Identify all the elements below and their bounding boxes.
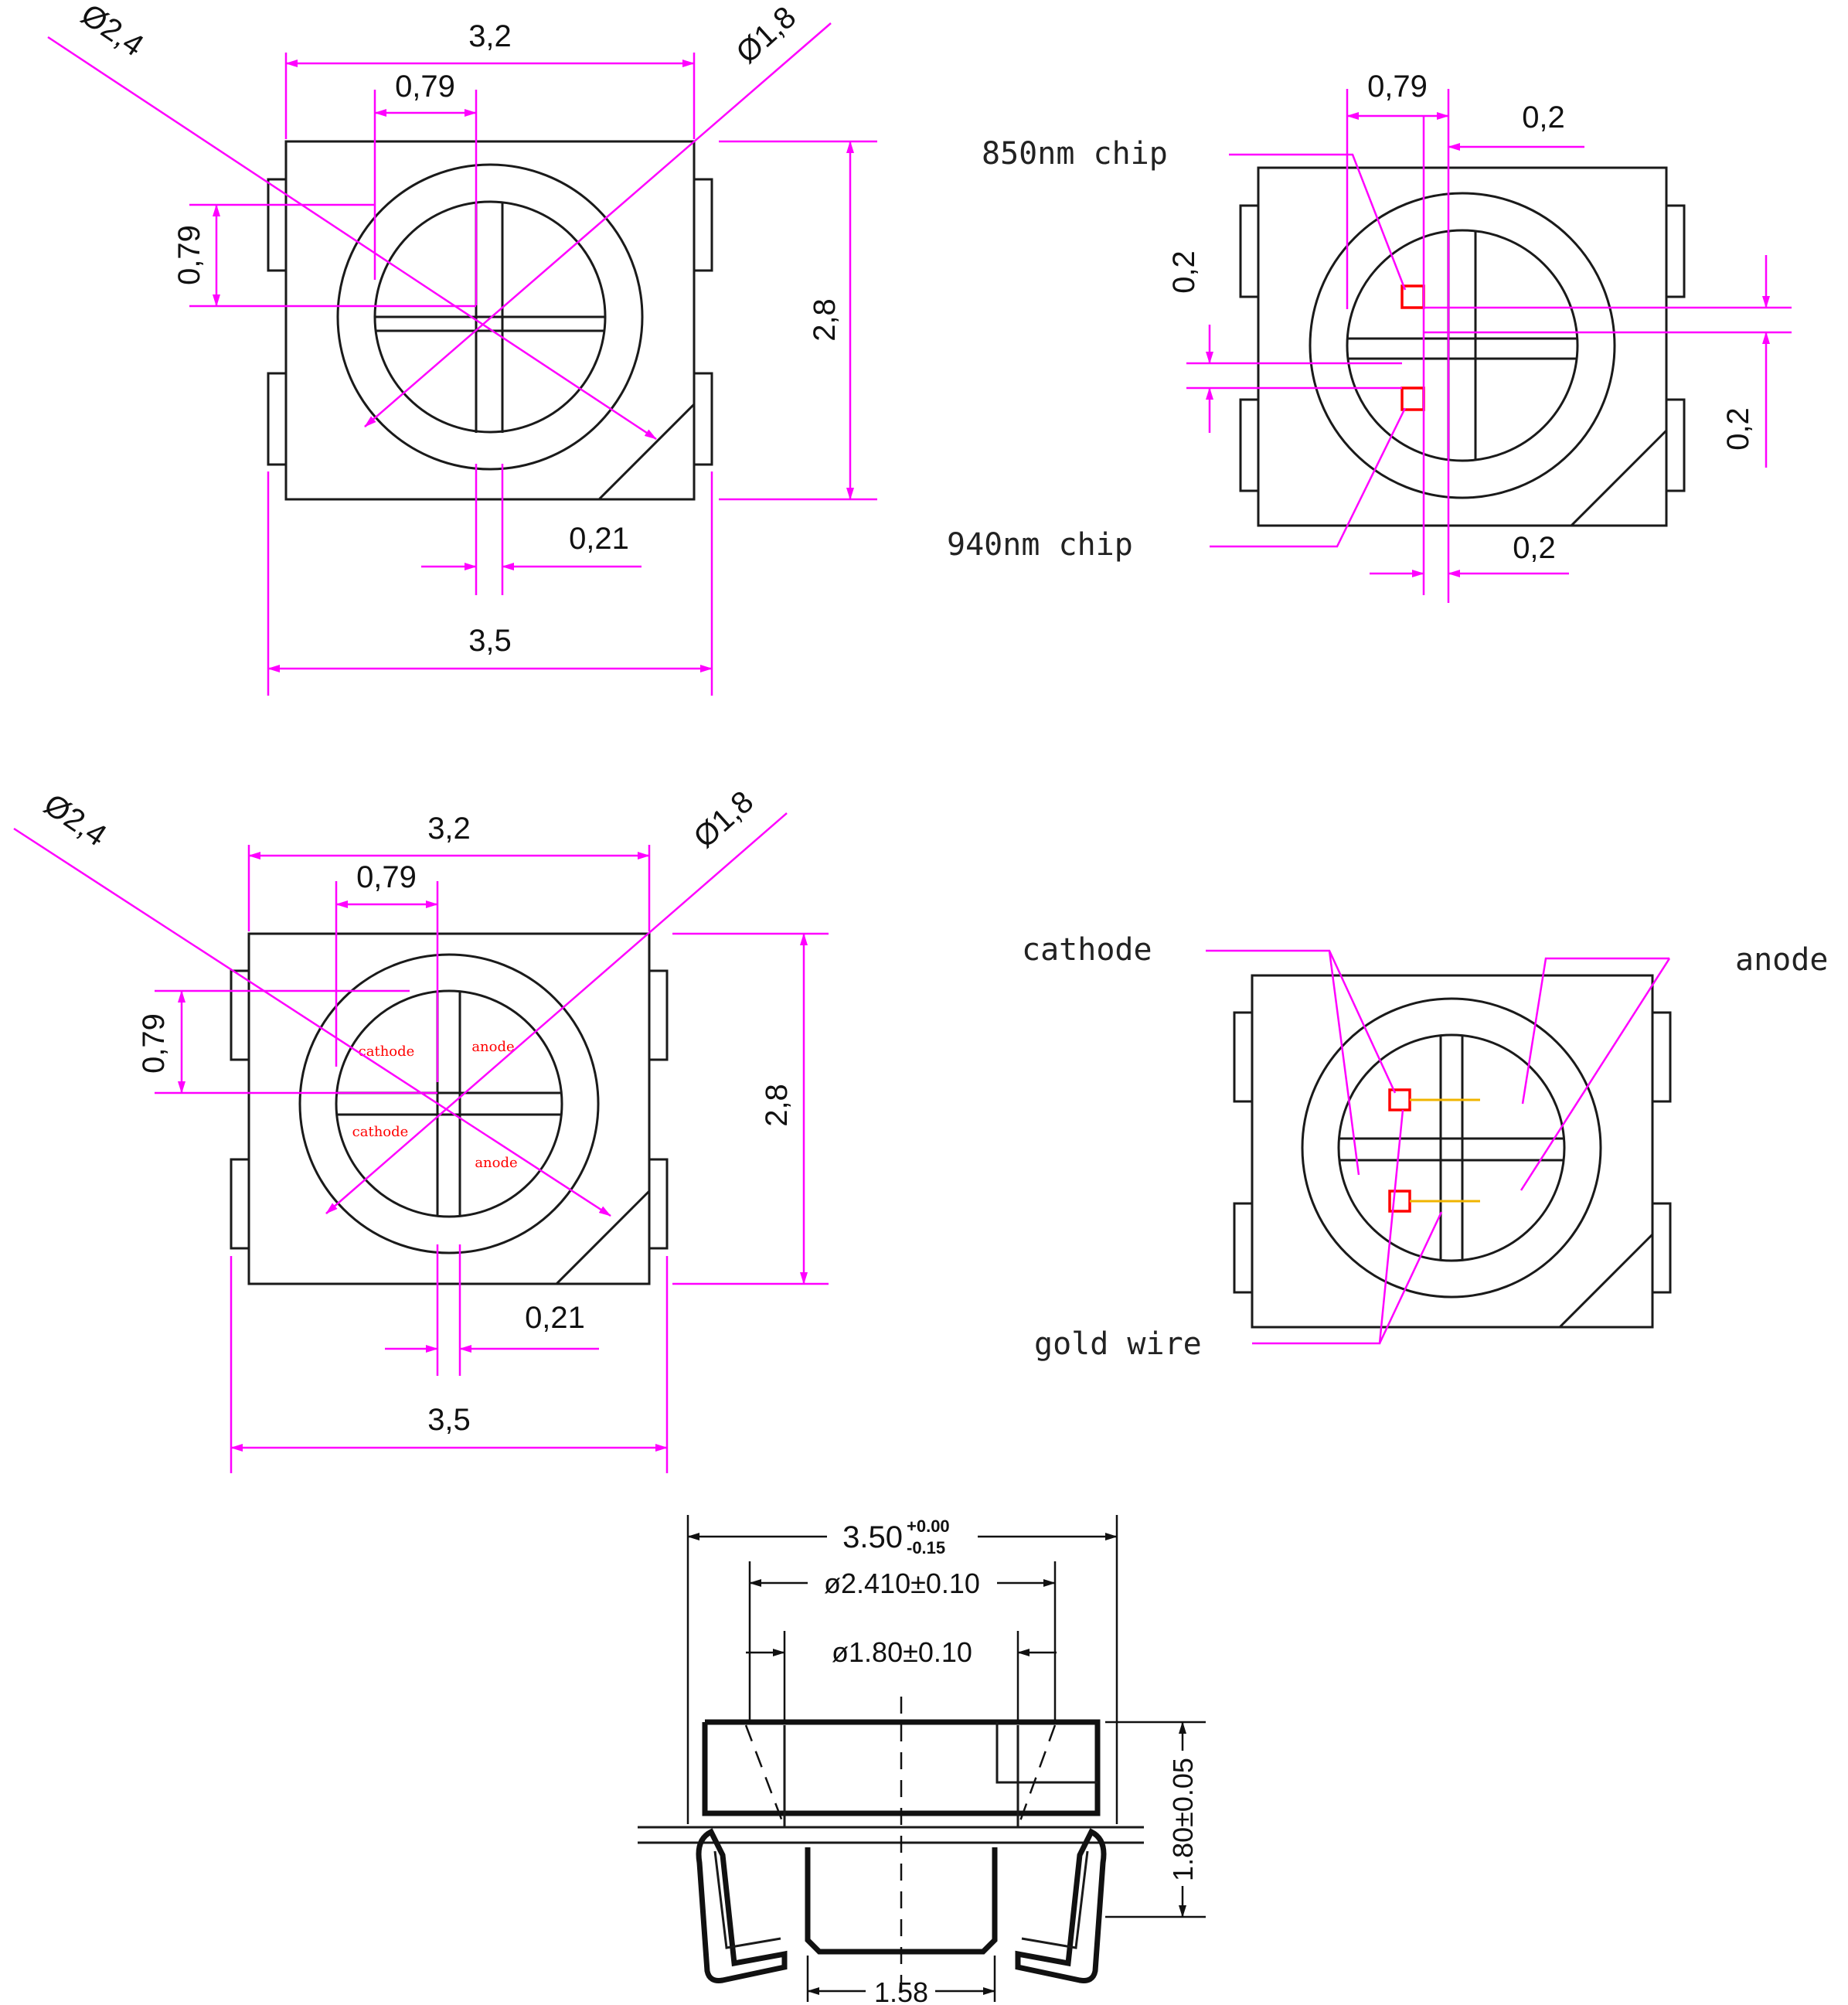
dim-chip-bottom-width: 0,2 xyxy=(1513,531,1556,565)
label-850nm-chip: 850nm chip xyxy=(982,136,1168,172)
dimension-texts: 3,2 0,79 0,79 2,8 3,5 0,21 Ø2,4 Ø1,8 xyxy=(75,0,842,658)
dim-side-width-tol-minus: -0.15 xyxy=(907,1538,945,1557)
package-outline xyxy=(1233,974,1672,1329)
pad-labels: cathode anode cathode anode xyxy=(352,1039,518,1171)
dim-chip-right-vertical: 0,2 xyxy=(1721,407,1755,451)
dim-side-width: 3.50 xyxy=(842,1520,903,1554)
dim-gap: 0,21 xyxy=(525,1301,585,1335)
dim-dia-outer: Ø2,4 xyxy=(75,0,149,63)
dim-quadrant-v: 0,79 xyxy=(172,225,206,285)
dim-quadrant: 0,79 xyxy=(356,860,417,894)
dim-dia-inner: Ø1,8 xyxy=(687,785,760,855)
dim-width-body: 3,2 xyxy=(427,812,471,846)
dim-chip-top-width: 0,2 xyxy=(1522,100,1565,134)
top-right-view: 0,79 0,2 0,2 0,2 0,2 850nm chip 940nm ch… xyxy=(947,70,1792,603)
dimension-lines xyxy=(47,22,877,696)
label-anode: anode xyxy=(1735,942,1828,978)
top-left-view: 3,2 0,79 0,79 2,8 3,5 0,21 Ø2,4 Ø1,8 xyxy=(47,0,877,696)
label-cathode: cathode xyxy=(1022,932,1152,968)
package-outline xyxy=(230,932,669,1285)
dim-side-bottom: 1.58 xyxy=(874,1976,928,2005)
dim-dia-outer: Ø2,4 xyxy=(38,788,112,853)
dim-side-height: 1.80±0.05 xyxy=(1167,1758,1199,1881)
package-outline xyxy=(1239,166,1686,527)
led-chips xyxy=(1400,284,1425,411)
dimension-lines xyxy=(1186,89,1792,603)
chip-940nm xyxy=(1400,386,1425,411)
middle-right-view: cathode anode gold wire xyxy=(1022,932,1828,1362)
dim-chip-left-vertical: 0,2 xyxy=(1167,250,1201,294)
dim-quadrant: 0,79 xyxy=(395,70,455,104)
dim-height: 2,8 xyxy=(760,1084,794,1127)
dimension-lines xyxy=(13,812,829,1473)
pad-label-anode-top: anode xyxy=(471,1039,514,1055)
label-gold-wire: gold wire xyxy=(1034,1326,1202,1362)
dim-side-dia-outer: ø2.410±0.10 xyxy=(824,1568,980,1599)
dim-gap: 0,21 xyxy=(569,522,629,556)
dim-quadrant: 0,79 xyxy=(1367,70,1428,104)
dimension-texts: 3,2 0,79 0,79 2,8 3,5 0,21 Ø2,4 Ø1,8 xyxy=(38,785,794,1437)
dim-width-outer: 3,5 xyxy=(468,624,512,658)
middle-left-view: cathode anode cathode anode xyxy=(13,785,829,1473)
dim-width-outer: 3,5 xyxy=(427,1403,471,1437)
pad-label-cathode-top: cathode xyxy=(359,1043,415,1060)
dim-dia-inner: Ø1,8 xyxy=(730,0,802,70)
dim-side-dia-inner: ø1.80±0.10 xyxy=(832,1636,972,1668)
led-chips xyxy=(1388,1088,1480,1213)
dim-width-body: 3,2 xyxy=(468,19,512,53)
pad-label-anode-bottom: anode xyxy=(475,1155,517,1171)
dim-quadrant-v: 0,79 xyxy=(137,1013,171,1074)
dimension-texts: 3.50 +0.00 -0.15 ø2.410±0.10 ø1.80±0.10 … xyxy=(824,1517,1199,2005)
dimension-lines xyxy=(686,1515,1206,2002)
package-outline xyxy=(638,1697,1144,1994)
dim-height: 2,8 xyxy=(808,298,842,342)
chip-upper xyxy=(1388,1088,1411,1111)
dim-side-width-tol-plus: +0.00 xyxy=(907,1517,950,1536)
pad-label-cathode-bottom: cathode xyxy=(352,1124,409,1140)
leader-lines xyxy=(1206,949,1671,1345)
side-view: 3.50 +0.00 -0.15 ø2.410±0.10 ø1.80±0.10 … xyxy=(638,1515,1206,2005)
labels: cathode anode gold wire xyxy=(1022,932,1828,1362)
label-940nm-chip: 940nm chip xyxy=(947,527,1133,563)
package-outline xyxy=(267,140,713,501)
dimension-texts: 0,79 0,2 0,2 0,2 0,2 850nm chip 940nm ch… xyxy=(947,70,1755,565)
